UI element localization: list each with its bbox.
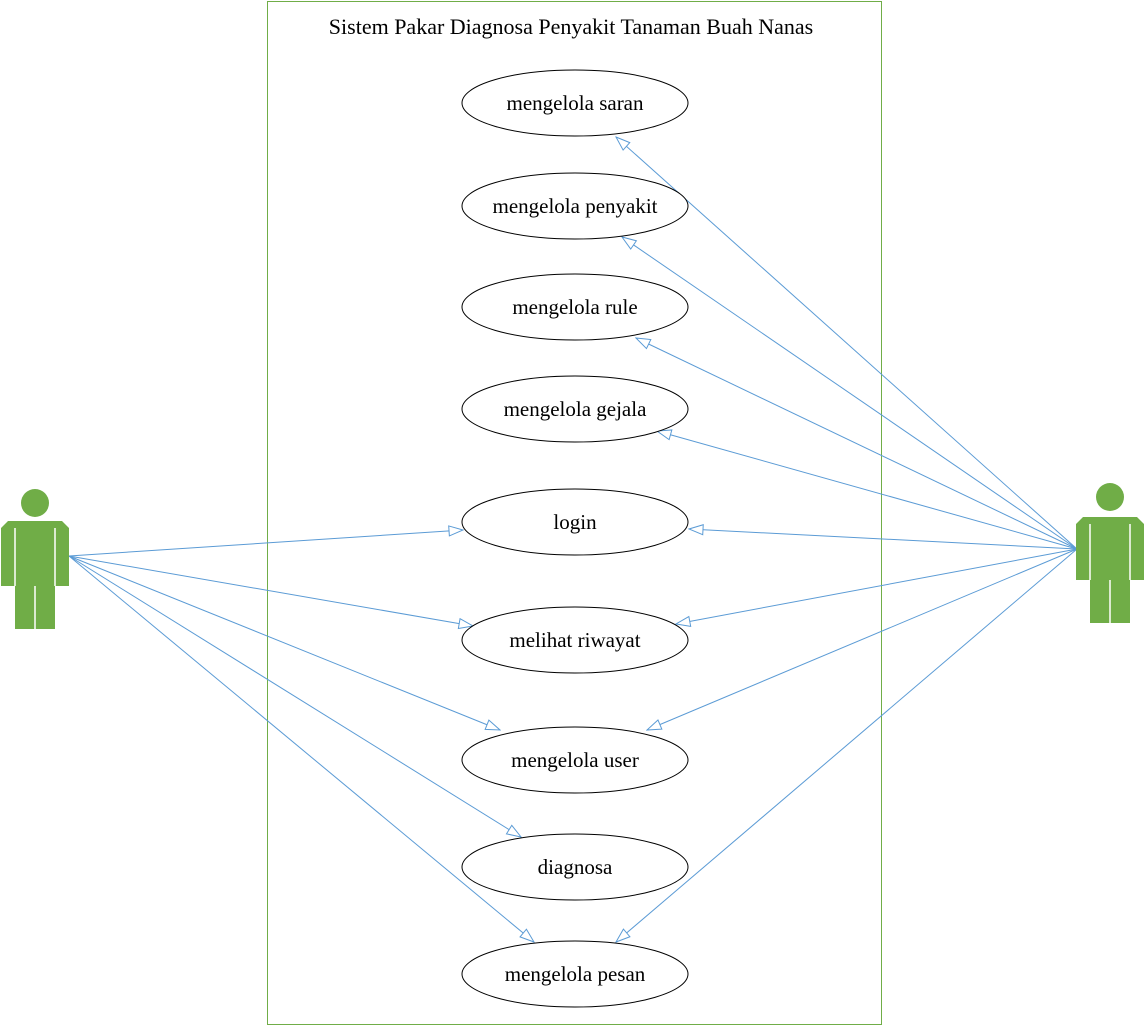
association-actor-right-uc-mengelola-rule <box>636 338 1078 550</box>
use-case-label: mengelola user <box>511 748 639 772</box>
use-case-diagnosa: diagnosa <box>461 833 689 901</box>
use-case-mengelola-saran: mengelola saran <box>461 69 689 137</box>
association-actor-left-uc-mengelola-pesan <box>68 555 534 942</box>
use-case-login: login <box>461 488 689 556</box>
use-case-ellipse <box>461 940 689 1008</box>
association-actor-right-uc-login <box>689 529 1078 550</box>
association-actor-left-uc-mengelola-user <box>68 555 500 730</box>
association-lines <box>68 137 1078 942</box>
association-actor-right-uc-mengelola-penyakit <box>622 237 1078 550</box>
use-case-label: login <box>553 510 597 534</box>
association-actor-right-uc-melihat-riwayat <box>676 548 1078 624</box>
use-case-label: mengelola pesan <box>505 962 646 986</box>
use-case-ellipse <box>461 606 689 674</box>
association-actor-right-uc-mengelola-user <box>647 548 1078 730</box>
use-case-label: mengelola saran <box>506 91 644 115</box>
actor-left <box>1 489 69 629</box>
system-title: Sistem Pakar Diagnosa Penyakit Tanaman B… <box>329 14 813 39</box>
use-case-mengelola-gejala: mengelola gejala <box>461 375 689 443</box>
association-actor-left-uc-diagnosa <box>68 555 521 837</box>
use-case-ellipse <box>461 726 689 794</box>
use-case-ellipse <box>461 172 689 240</box>
association-actor-left-uc-melihat-riwayat <box>68 555 473 626</box>
association-actor-left-uc-login <box>68 530 463 557</box>
use-case-label: diagnosa <box>538 855 613 879</box>
use-case-ellipse <box>461 375 689 443</box>
use-case-melihat-riwayat: melihat riwayat <box>461 606 689 674</box>
use-case-ellipse <box>461 69 689 137</box>
system-boundary <box>267 1 882 1025</box>
use-case-label: mengelola rule <box>512 295 637 319</box>
association-actor-right-uc-mengelola-gejala <box>657 431 1078 550</box>
association-actor-right-uc-mengelola-saran <box>616 137 1078 550</box>
use-case-ellipse <box>461 488 689 556</box>
use-case-mengelola-rule: mengelola rule <box>461 273 689 341</box>
use-case-mengelola-pesan: mengelola pesan <box>461 940 689 1008</box>
use-case-mengelola-user: mengelola user <box>461 726 689 794</box>
actor-right-body <box>1076 517 1144 623</box>
use-case-label: mengelola penyakit <box>492 194 657 218</box>
use-case-label: mengelola gejala <box>504 397 648 421</box>
use-case-label: melihat riwayat <box>509 628 640 652</box>
actor-right-head <box>1096 483 1124 511</box>
use-case-mengelola-penyakit: mengelola penyakit <box>461 172 689 240</box>
use-case-ellipse <box>461 833 689 901</box>
association-actor-right-uc-mengelola-pesan <box>616 548 1078 942</box>
actor-left-body <box>1 521 69 629</box>
use-case-ellipse <box>461 273 689 341</box>
actor-right <box>1076 483 1144 623</box>
actor-left-head <box>21 489 49 517</box>
